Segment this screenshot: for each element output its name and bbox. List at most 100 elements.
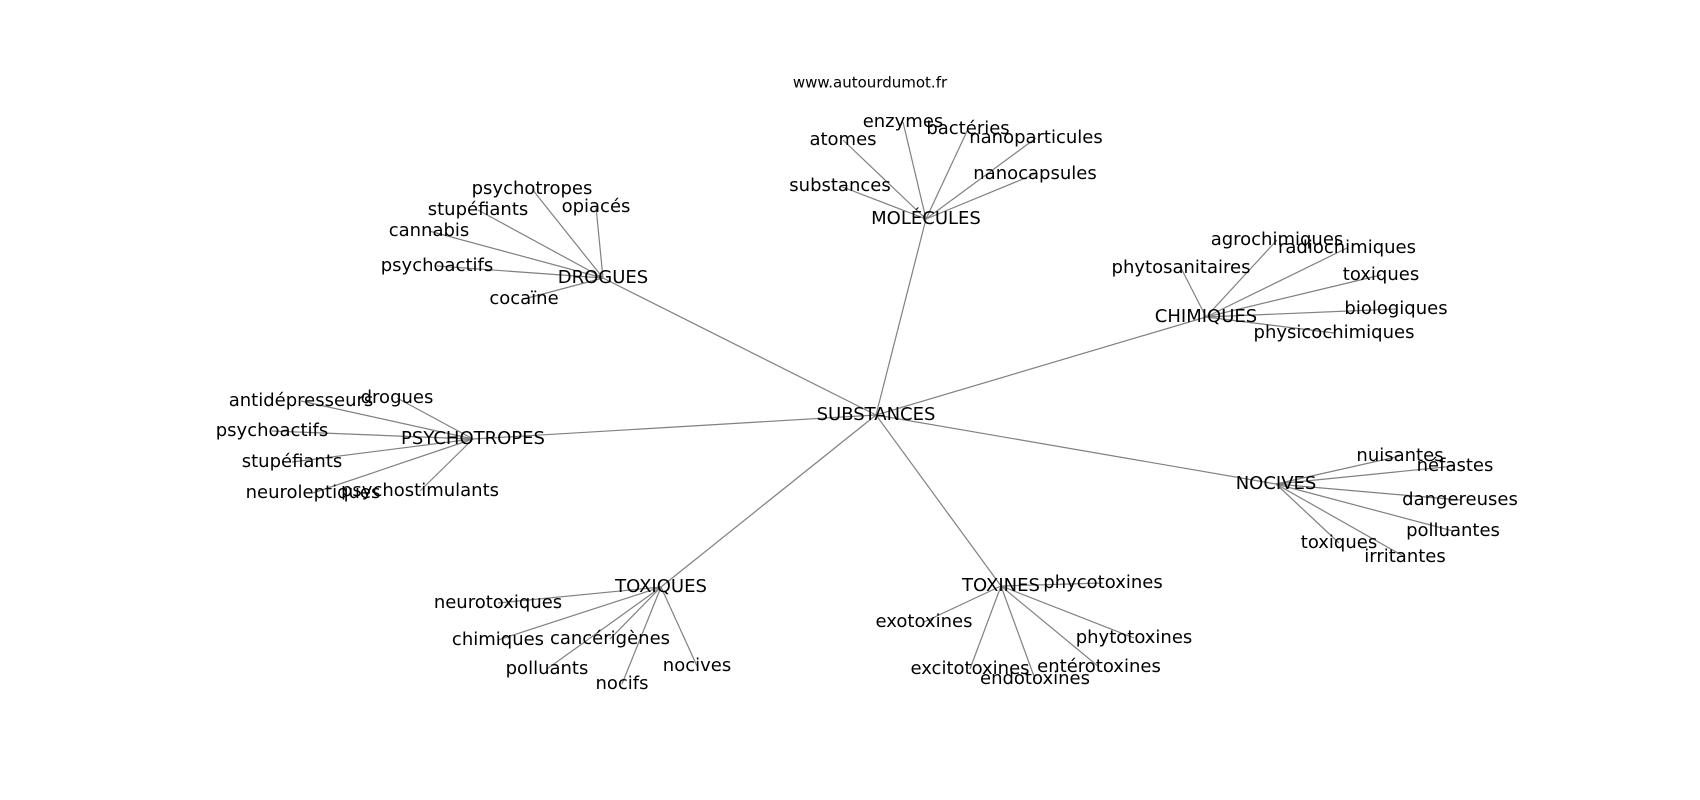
edge-drogues-5 — [523, 277, 604, 300]
edge-psychotropes-0 — [396, 397, 474, 440]
edge-molecules-0 — [902, 121, 927, 220]
edge-root-toxiques — [660, 414, 877, 588]
edge-molecules-4 — [839, 185, 927, 220]
edge-drogues-1 — [477, 209, 604, 279]
edge-nocives-3 — [1275, 483, 1454, 532]
hub-node-toxines: TOXINES — [961, 575, 1040, 596]
leaf-node-toxines: excitotoxines — [910, 658, 1029, 679]
leaf-node-toxines: entérotoxines — [1037, 656, 1161, 677]
edge-psychotropes-5 — [312, 438, 474, 494]
edge-toxiques-1 — [497, 586, 662, 641]
edge-drogues-4 — [436, 265, 604, 279]
leaf-node-nocives: néfastes — [1417, 455, 1494, 476]
leaf-node-molecules: nanoparticules — [969, 127, 1103, 148]
leaf-node-drogues: cocaïne — [489, 288, 558, 309]
leaf-node-psychotropes: psychostimulants — [341, 480, 499, 501]
edge-root-toxines — [875, 414, 1002, 587]
edge-root-psychotropes — [472, 414, 877, 440]
leaf-node-drogues: opiacés — [562, 196, 631, 217]
leaf-node-toxiques: cancérigènes — [550, 628, 670, 649]
leaf-node-molecules: enzymes — [863, 111, 944, 132]
edge-toxiques-5 — [621, 586, 662, 685]
leaf-node-psychotropes: stupéfiants — [242, 451, 343, 472]
leaf-node-chimiques: toxiques — [1343, 264, 1419, 285]
edge-drogues-0 — [531, 188, 604, 279]
edge-nocives-5 — [1275, 483, 1406, 558]
leaf-node-toxiques: polluants — [506, 658, 589, 679]
leaf-node-molecules: nanocapsules — [973, 163, 1096, 184]
edge-psychotropes-1 — [300, 400, 474, 440]
edge-nocives-2 — [1275, 483, 1461, 501]
leaf-node-nocives: polluantes — [1406, 520, 1500, 541]
leaf-node-nocives: nuisantes — [1356, 445, 1443, 466]
hub-node-toxiques: TOXIQUES — [614, 576, 707, 597]
edge-chimiques-3 — [1205, 274, 1382, 318]
hub-node-chimiques: CHIMIQUES — [1155, 306, 1257, 327]
edge-toxines-0 — [1000, 582, 1104, 587]
leaf-node-toxines: phytotoxines — [1076, 627, 1193, 648]
edge-nocives-4 — [1275, 483, 1340, 544]
edge-drogues-2 — [595, 206, 604, 279]
leaf-node-toxines: exotoxines — [876, 611, 973, 632]
leaf-node-psychotropes: psychoactifs — [216, 420, 328, 441]
leaf-node-nocives: irritantes — [1364, 546, 1446, 567]
leaf-node-drogues: stupéfiants — [428, 199, 529, 220]
leaf-node-drogues: psychoactifs — [381, 255, 493, 276]
leaf-node-toxines: phycotoxines — [1043, 572, 1162, 593]
leaf-node-toxiques: chimiques — [452, 629, 544, 650]
edge-chimiques-5 — [1205, 316, 1335, 334]
edge-toxines-3 — [969, 585, 1002, 670]
leaf-node-psychotropes: neuroleptiques — [246, 482, 381, 503]
edge-molecules-2 — [842, 139, 927, 220]
edge-drogues-3 — [428, 230, 604, 279]
leaf-node-chimiques: phytosanitaires — [1112, 257, 1251, 278]
edge-toxines-4 — [1000, 585, 1100, 668]
edge-psychotropes-3 — [291, 438, 474, 463]
leaf-node-toxines: endotoxines — [980, 668, 1090, 689]
edge-root-drogues — [602, 277, 877, 416]
edge-molecules-5 — [925, 173, 1036, 220]
leaf-node-toxiques: nocifs — [595, 673, 648, 694]
edge-molecules-3 — [925, 137, 1037, 220]
leaf-node-molecules: substances — [789, 175, 890, 196]
leaf-node-molecules: atomes — [809, 129, 876, 150]
hub-node-molecules: MOLÉCULES — [871, 207, 981, 229]
site-watermark: www.autourdumot.fr — [793, 74, 948, 92]
leaf-node-toxiques: nocives — [663, 655, 731, 676]
edge-root-nocives — [875, 414, 1277, 485]
leaf-node-chimiques: agrochimiques — [1211, 229, 1344, 250]
edge-toxines-5 — [1000, 585, 1036, 680]
edge-psychotropes-4 — [419, 438, 474, 492]
leaf-node-molecules: bactéries — [926, 118, 1009, 139]
edge-chimiques-2 — [1180, 267, 1207, 318]
leaf-node-nocives: toxiques — [1301, 532, 1377, 553]
edge-chimiques-0 — [1205, 239, 1278, 318]
edge-toxines-1 — [923, 585, 1002, 623]
leaf-node-drogues: cannabis — [389, 220, 470, 241]
leaf-node-chimiques: radiochimiques — [1278, 237, 1416, 258]
edge-root-chimiques — [875, 316, 1207, 416]
leaf-node-nocives: dangereuses — [1402, 489, 1518, 510]
leaf-node-chimiques: physicochimiques — [1254, 322, 1415, 343]
edge-toxiques-3 — [546, 586, 662, 670]
edge-chimiques-4 — [1205, 308, 1397, 318]
edge-psychotropes-2 — [271, 430, 474, 440]
hub-node-nocives: NOCIVES — [1236, 473, 1317, 494]
edge-nocives-1 — [1275, 465, 1456, 485]
edge-toxiques-2 — [609, 586, 662, 640]
edge-root-molecules — [875, 218, 927, 416]
edge-nocives-0 — [1275, 455, 1401, 485]
edge-chimiques-1 — [1205, 247, 1348, 318]
edge-molecules-1 — [925, 128, 969, 220]
leaf-node-toxiques: neurotoxiques — [434, 592, 562, 613]
leaf-node-psychotropes: drogues — [361, 387, 434, 408]
root-node-label: SUBSTANCES — [817, 404, 936, 425]
hub-node-psychotropes: PSYCHOTROPES — [401, 428, 545, 449]
leaf-node-chimiques: biologiques — [1344, 298, 1447, 319]
edge-toxiques-0 — [497, 586, 662, 604]
graph-labels: www.autourdumot.fr SUBSTANCES MOLÉCULES en… — [216, 74, 1518, 695]
hub-node-drogues: DROGUES — [558, 267, 648, 288]
edge-toxines-2 — [1000, 585, 1135, 639]
graph-edges — [271, 121, 1461, 685]
